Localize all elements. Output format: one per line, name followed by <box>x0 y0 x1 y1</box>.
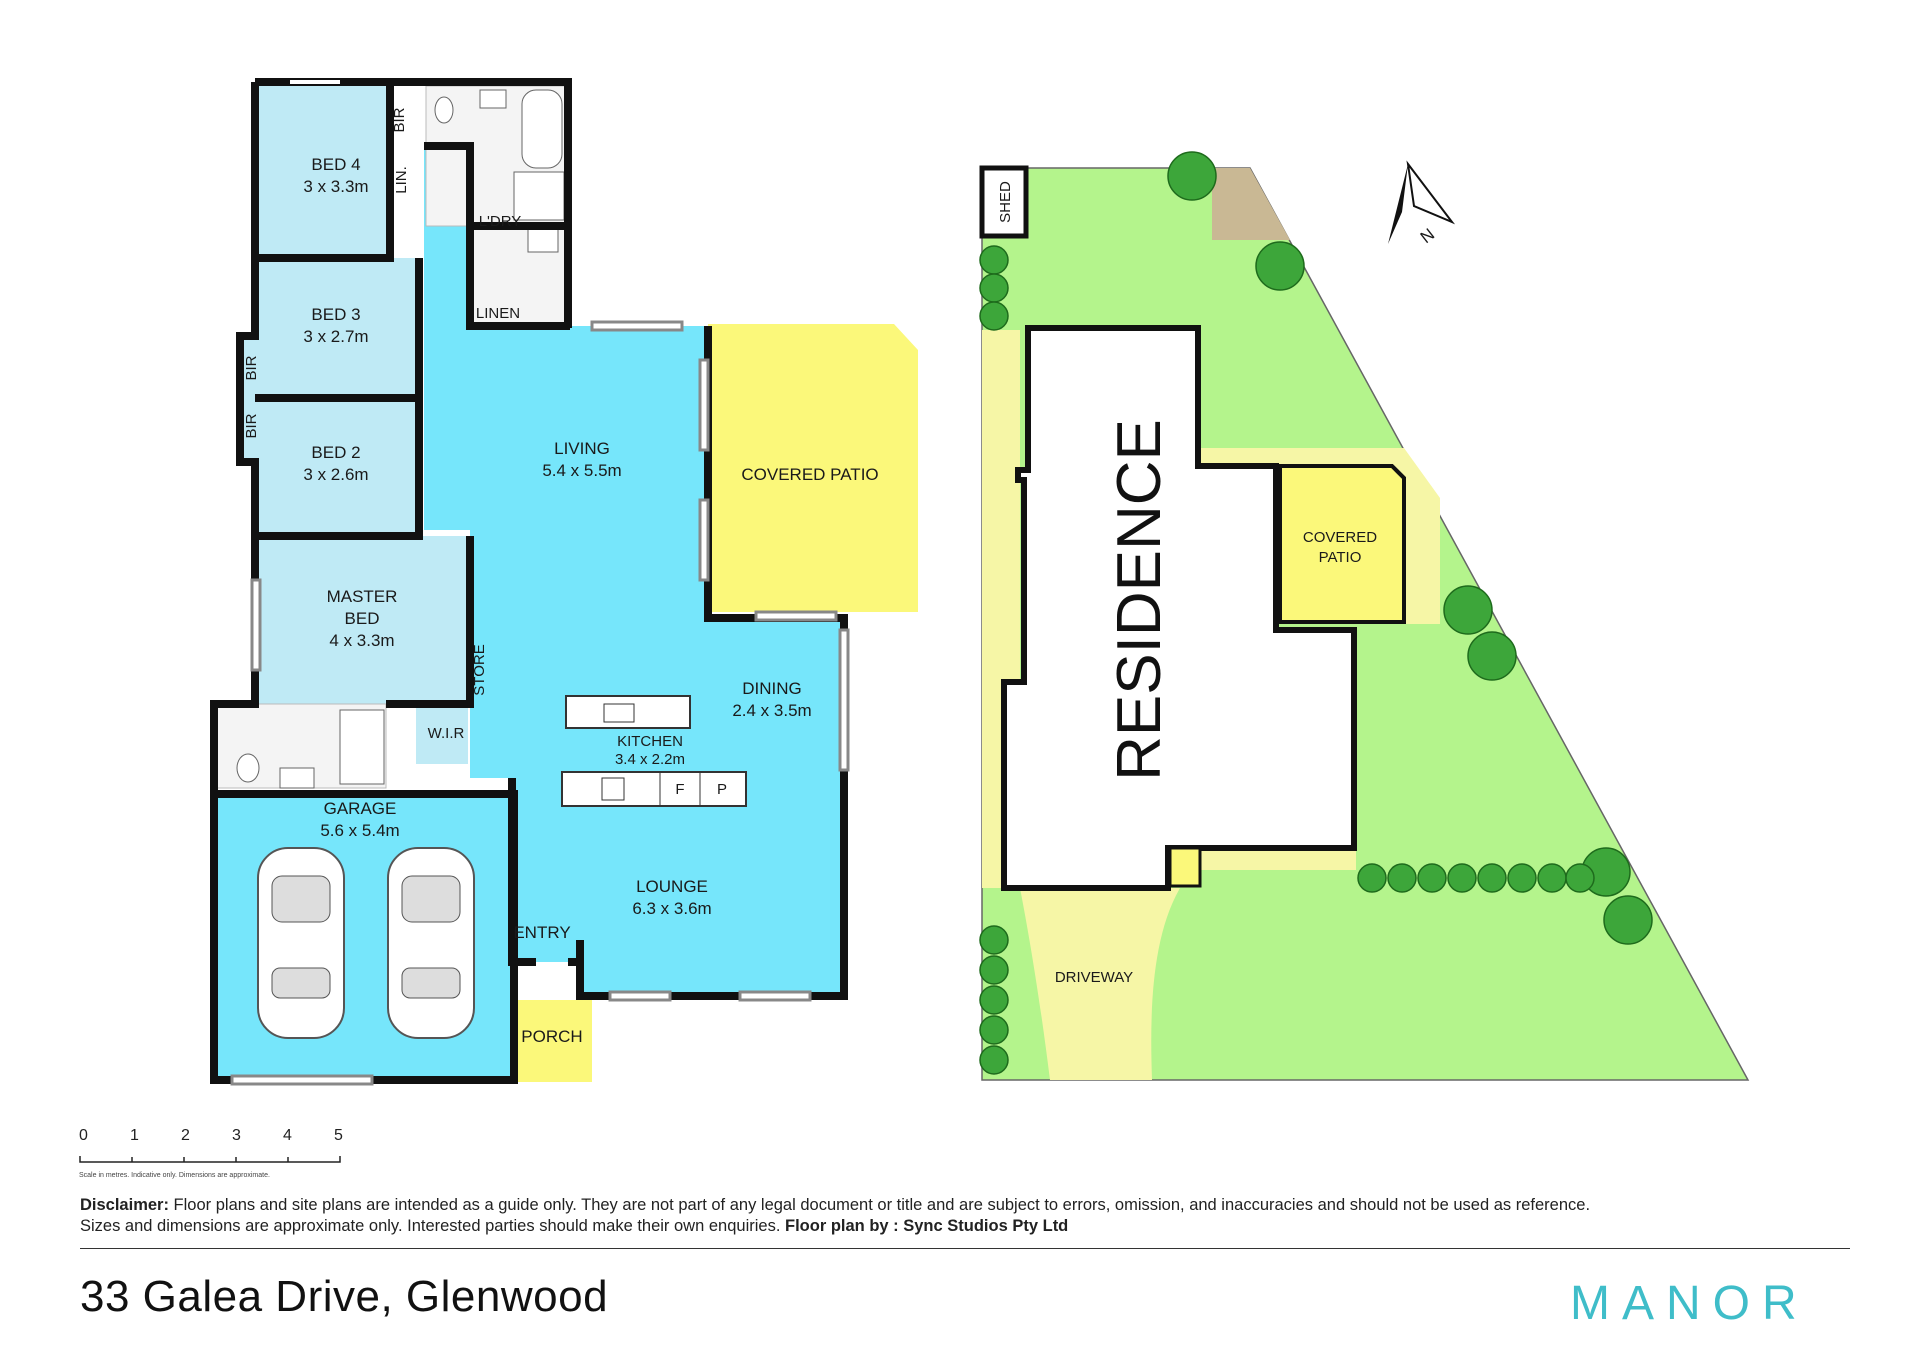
ensuite-vanity <box>279 767 315 789</box>
bed2-fill <box>255 400 419 536</box>
porch-fill <box>518 1000 592 1082</box>
scale-tick-5: 5 <box>334 1127 343 1144</box>
residence-footprint <box>1001 325 1357 891</box>
bed4-fill <box>255 82 390 258</box>
master-fill <box>255 536 469 704</box>
bed3-size: 3 x 2.7m <box>303 327 368 346</box>
property-address: 33 Galea Drive, Glenwood <box>80 1272 609 1321</box>
site-plan: N RESIDENCE COVERED PATIO DRIVEWAY SHED <box>979 151 1750 1081</box>
scale-tick-4: 4 <box>283 1127 292 1144</box>
divider <box>80 1248 1850 1249</box>
laundry-name: L'DRY <box>479 213 522 230</box>
plan-credit: Floor plan by : Sync Studios Pty Ltd <box>785 1217 1069 1235</box>
master-size: 4 x 3.3m <box>329 631 394 650</box>
site-patio-label-2: PATIO <box>1319 549 1362 566</box>
kitchen-name: KITCHEN <box>617 733 683 750</box>
patio-fill <box>708 324 918 612</box>
porch-square <box>1168 846 1202 888</box>
windows <box>230 320 850 1086</box>
master-name-1: MASTER <box>327 587 398 606</box>
bir-fill <box>240 338 262 462</box>
bed3-fill <box>255 258 419 398</box>
brand-logo: MANOR <box>1570 1277 1809 1330</box>
bed2-size: 3 x 2.6m <box>303 465 368 484</box>
linen-name: LINEN <box>476 305 520 322</box>
scale-note: Scale in metres. Indicative only. Dimens… <box>79 1172 270 1179</box>
site-patio <box>1278 464 1406 624</box>
toilet <box>434 96 454 124</box>
driveway <box>1020 888 1180 1080</box>
garage-name: GARAGE <box>324 799 397 818</box>
site-patio-label-1: COVERED <box>1303 529 1377 546</box>
scale-tick-1: 1 <box>130 1127 139 1144</box>
master-name-2: BED <box>345 609 380 628</box>
dining-name: DINING <box>742 679 802 698</box>
wir-name: W.I.R <box>428 725 465 742</box>
kitchen-size: 3.4 x 2.2m <box>615 751 685 768</box>
bir-label-2: BIR <box>243 355 260 380</box>
entry-name: ENTRY <box>513 923 570 942</box>
dirt-patch <box>1212 168 1290 240</box>
ensuite-shower <box>339 709 385 785</box>
garage-size: 5.6 x 5.4m <box>320 821 399 840</box>
living-size: 5.4 x 5.5m <box>542 461 621 480</box>
sink <box>603 703 635 723</box>
north-label: N <box>1417 225 1438 248</box>
shower <box>513 171 565 221</box>
living-name: LIVING <box>554 439 610 458</box>
shed <box>979 165 1029 239</box>
dining-size: 2.4 x 3.5m <box>732 701 811 720</box>
car-left-icon <box>257 847 345 1039</box>
front-paving <box>1168 848 1356 870</box>
floor-plan: BED 4 3 x 3.3m BED 3 3 x 2.7m BED 2 3 x … <box>210 78 918 1086</box>
north-arrow-icon: N <box>1388 160 1456 248</box>
wir-fill <box>416 704 468 764</box>
bed4-size: 3 x 3.3m <box>303 177 368 196</box>
scale-tick-0: 0 <box>79 1127 88 1144</box>
scale-ticks: 0 1 2 3 4 5 <box>79 1127 349 1147</box>
laundry-tub <box>527 227 559 253</box>
porch-name: PORCH <box>521 1027 582 1046</box>
bed2-name: BED 2 <box>311 443 360 462</box>
bir-label-1: BIR <box>391 107 408 132</box>
disclaimer-text-2: Sizes and dimensions are approximate onl… <box>80 1217 785 1235</box>
lin-name: LIN. <box>393 166 410 194</box>
ensuite-toilet <box>236 753 260 783</box>
vanity <box>479 89 507 109</box>
cooktop <box>601 777 625 801</box>
bir-label-3: BIR <box>243 413 260 438</box>
disclaimer: Disclaimer: Floor plans and site plans a… <box>80 1195 1860 1237</box>
fridge-label: F <box>675 781 684 798</box>
driveway-label: DRIVEWAY <box>1055 969 1133 986</box>
lounge-name: LOUNGE <box>636 877 708 896</box>
bed4-name: BED 4 <box>311 155 360 174</box>
scale-bar <box>79 1156 341 1163</box>
walls <box>210 78 848 1084</box>
kitchen-bench <box>561 771 747 807</box>
covered-patio-name: COVERED PATIO <box>741 465 878 484</box>
scale-tick-2: 2 <box>181 1127 190 1144</box>
pantry-label: P <box>717 781 727 798</box>
bed3-name: BED 3 <box>311 305 360 324</box>
disclaimer-text-1: Floor plans and site plans are intended … <box>168 1196 1591 1214</box>
car-right-icon <box>387 847 475 1039</box>
living-fill <box>470 326 844 996</box>
trees <box>979 151 1653 1075</box>
residence-label: RESIDENCE <box>1105 419 1174 781</box>
bathtub <box>521 89 563 169</box>
disclaimer-label: Disclaimer: <box>80 1196 169 1214</box>
shed-label: SHED <box>997 181 1014 223</box>
store-name: STORE <box>471 644 488 695</box>
lounge-size: 6.3 x 3.6m <box>632 899 711 918</box>
scale-tick-3: 3 <box>232 1127 241 1144</box>
